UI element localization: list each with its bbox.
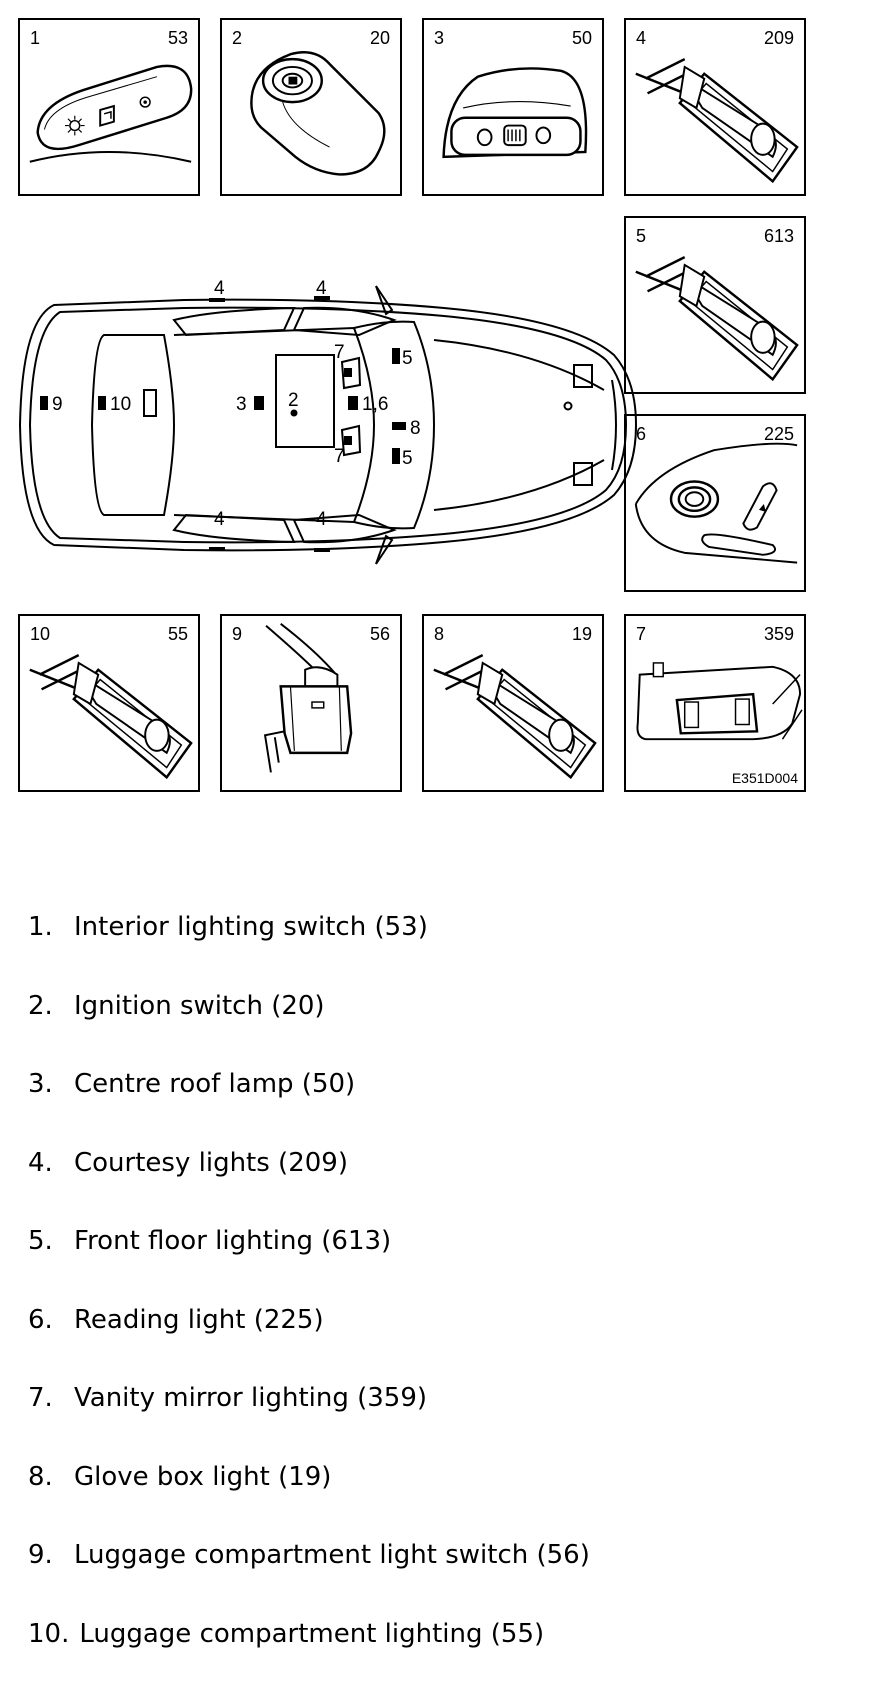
legend-item: 7.Vanity mirror lighting (359) xyxy=(28,1383,590,1462)
legend-number: 1. xyxy=(28,912,74,942)
car-label-switch-reading: 1,6 xyxy=(362,394,388,415)
legend-text: Reading light (225) xyxy=(74,1305,324,1335)
legend-text: Luggage compartment lighting (55) xyxy=(79,1619,544,1649)
legend-text: Ignition switch (20) xyxy=(74,991,325,1021)
car-label-ignition: 2 xyxy=(288,390,299,411)
switch-connector-illustration xyxy=(222,616,400,790)
legend-item: 2.Ignition switch (20) xyxy=(28,991,590,1070)
legend-text: Interior lighting switch (53) xyxy=(74,912,428,942)
legend-item: 9.Luggage compartment light switch (56) xyxy=(28,1540,590,1619)
lamp-unit-illustration xyxy=(20,616,198,790)
panel-interior-lighting-switch: 1 53 xyxy=(18,18,200,196)
car-label-luggage-lighting: 10 xyxy=(110,394,131,415)
car-label-vanity-mirror: 7 xyxy=(334,342,345,363)
car-label-courtesy-light: 4 xyxy=(316,509,327,530)
panel-vanity-mirror-lighting: 7 359 E351D004 xyxy=(624,614,806,792)
component-legend: 1.Interior lighting switch (53) 2.Igniti… xyxy=(28,912,590,1697)
car-label-vanity-mirror: 7 xyxy=(334,446,345,467)
car-label-luggage-switch: 9 xyxy=(52,394,63,415)
panel-ignition-switch: 2 20 xyxy=(220,18,402,196)
lamp-unit-illustration xyxy=(626,20,804,194)
legend-text: Vanity mirror lighting (359) xyxy=(74,1383,427,1413)
legend-number: 8. xyxy=(28,1462,74,1492)
car-label-front-floor: 5 xyxy=(402,448,413,469)
panel-luggage-compartment-lighting: 10 55 xyxy=(18,614,200,792)
lamp-unit-illustration xyxy=(424,616,602,790)
legend-text: Front floor lighting (613) xyxy=(74,1226,391,1256)
car-label-front-floor: 5 xyxy=(402,348,413,369)
legend-item: 4.Courtesy lights (209) xyxy=(28,1148,590,1227)
legend-item: 5.Front floor lighting (613) xyxy=(28,1226,590,1305)
legend-text: Glove box light (19) xyxy=(74,1462,331,1492)
car-label-glove-box: 8 xyxy=(410,418,421,439)
figure-reference: E351D004 xyxy=(732,770,798,786)
panel-centre-roof-lamp: 3 50 xyxy=(422,18,604,196)
car-label-courtesy-light: 4 xyxy=(214,509,225,530)
roof-lamp-illustration xyxy=(424,20,602,194)
legend-item: 3.Centre roof lamp (50) xyxy=(28,1069,590,1148)
panel-luggage-light-switch: 9 56 xyxy=(220,614,402,792)
legend-item: 10. Luggage compartment lighting (55) xyxy=(28,1619,590,1697)
vanity-mirror-illustration xyxy=(626,616,804,790)
legend-number: 10. xyxy=(28,1619,69,1649)
legend-number: 4. xyxy=(28,1148,74,1178)
legend-number: 7. xyxy=(28,1383,74,1413)
car-label-courtesy-light: 4 xyxy=(316,280,327,299)
panel-glove-box-light: 8 19 xyxy=(422,614,604,792)
legend-number: 9. xyxy=(28,1540,74,1570)
interior-lighting-switch-illustration xyxy=(20,20,198,194)
legend-number: 5. xyxy=(28,1226,74,1256)
car-top-view-diagram: 4 4 4 4 9 10 3 2 1,6 8 5 5 7 7 xyxy=(14,280,654,570)
legend-item: 1.Interior lighting switch (53) xyxy=(28,912,590,991)
legend-item: 6.Reading light (225) xyxy=(28,1305,590,1384)
legend-number: 6. xyxy=(28,1305,74,1335)
legend-number: 2. xyxy=(28,991,74,1021)
legend-text: Centre roof lamp (50) xyxy=(74,1069,355,1099)
car-label-courtesy-light: 4 xyxy=(214,280,225,299)
panel-courtesy-light: 4 209 xyxy=(624,18,806,196)
car-label-roof-lamp: 3 xyxy=(236,394,247,415)
legend-text: Luggage compartment light switch (56) xyxy=(74,1540,590,1570)
ignition-switch-illustration xyxy=(222,20,400,194)
legend-number: 3. xyxy=(28,1069,74,1099)
legend-text: Courtesy lights (209) xyxy=(74,1148,348,1178)
legend-item: 8.Glove box light (19) xyxy=(28,1462,590,1541)
